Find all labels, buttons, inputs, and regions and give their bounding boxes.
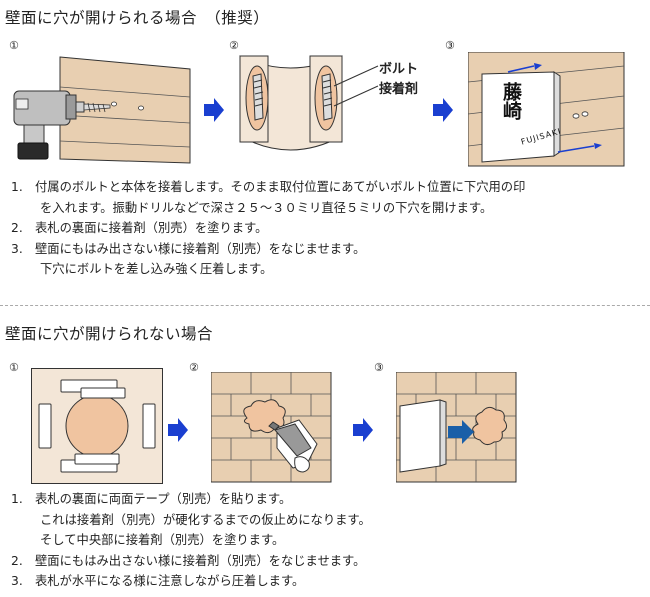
next-arrow-icon bbox=[204, 98, 224, 122]
section1-step1-label: ① bbox=[9, 39, 19, 52]
glue-label: 接着剤 bbox=[379, 82, 419, 97]
glue-leader-line bbox=[333, 85, 379, 107]
apply-glue-to-wall-illustration bbox=[211, 372, 332, 483]
plate-pressed-to-wall-illustration bbox=[468, 52, 625, 167]
drill-icon bbox=[13, 90, 111, 160]
glue-tube-hand-icon bbox=[268, 419, 318, 473]
bolt-leader-line bbox=[333, 65, 379, 87]
section-divider bbox=[0, 305, 650, 306]
section2-title: 壁面に穴が開けられない場合 bbox=[5, 325, 214, 343]
drill-into-wall-illustration bbox=[13, 56, 191, 164]
section1-step3-label: ③ bbox=[445, 39, 455, 52]
section1-step2-label: ② bbox=[229, 39, 239, 52]
section2-step2-label: ② bbox=[189, 361, 199, 374]
glue-blob bbox=[472, 406, 508, 446]
next-arrow-icon bbox=[353, 418, 373, 442]
tape-strip bbox=[38, 379, 156, 473]
glue-area bbox=[65, 394, 129, 458]
plate-name-kanji: 藤崎 bbox=[500, 82, 522, 120]
bolt-label: ボルト bbox=[379, 62, 419, 77]
next-arrow-icon bbox=[433, 98, 453, 122]
tape-layout-illustration bbox=[31, 368, 163, 484]
drill-hole bbox=[111, 101, 117, 107]
press-arrow-icon bbox=[448, 420, 474, 444]
section1-title: 壁面に穴が開けられる場合 （推奨） bbox=[5, 9, 270, 27]
press-plate-to-wall-illustration bbox=[396, 372, 517, 483]
section2-step1-label: ① bbox=[9, 361, 19, 374]
section2-step3-label: ③ bbox=[374, 361, 384, 374]
nameplate bbox=[399, 399, 441, 473]
plate-back-bolts-illustration bbox=[239, 55, 379, 151]
bolt-icon bbox=[252, 73, 333, 121]
next-arrow-icon bbox=[168, 418, 188, 442]
